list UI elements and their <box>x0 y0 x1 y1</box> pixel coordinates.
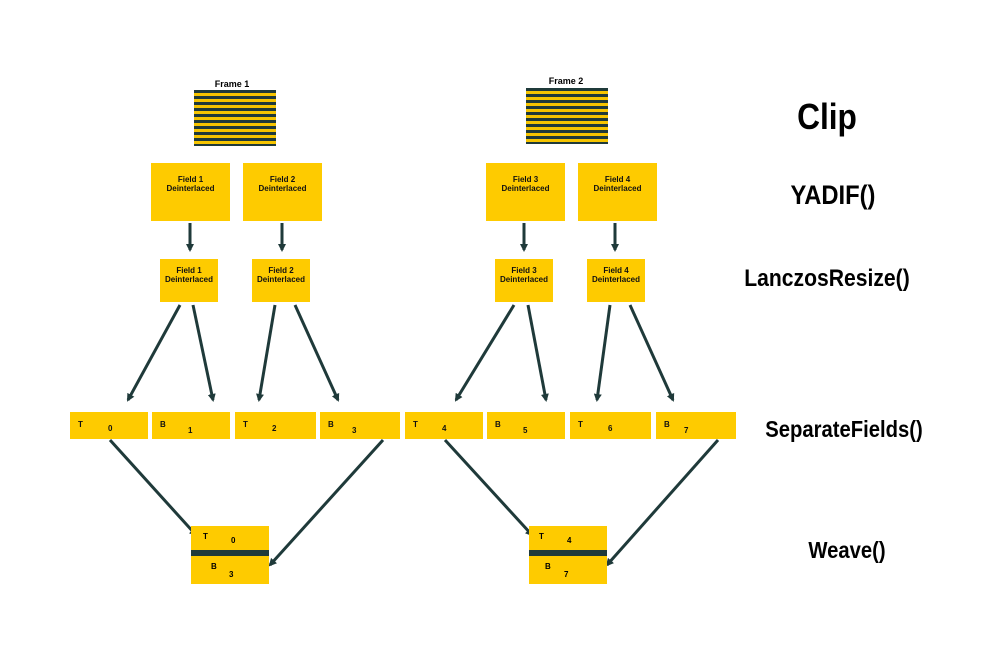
arrow-resize1-b1 <box>191 304 216 402</box>
yadif-field-2-sub: Deinterlaced <box>258 184 307 193</box>
arrow-t0-weave1 <box>108 438 198 537</box>
resize-field-2-box: Field 2 Deinterlaced <box>252 259 310 302</box>
op-separate-label: SeparateFields() <box>765 416 923 442</box>
weave-frame-1-bottom-parity: B <box>211 562 217 571</box>
separated-field-2-parity: T <box>243 420 248 429</box>
separated-field-4: T 4 <box>405 412 483 439</box>
separated-field-6-index: 6 <box>608 424 613 433</box>
resize-field-1-label: Field 1 <box>176 266 202 275</box>
resize-field-1-box: Field 1 Deinterlaced <box>160 259 218 302</box>
separated-field-0: T 0 <box>70 412 148 439</box>
separated-field-3: B 3 <box>320 412 400 439</box>
resize-field-2-label: Field 2 <box>268 266 294 275</box>
resize-field-2-sub: Deinterlaced <box>256 275 306 284</box>
arrow-resize1-t0 <box>126 304 182 402</box>
frame-2-image <box>526 88 608 144</box>
separated-field-0-index: 0 <box>108 424 113 433</box>
separated-field-6: T 6 <box>570 412 651 439</box>
yadif-field-3-sub: Deinterlaced <box>501 184 550 193</box>
yadif-field-2-box: Field 2 Deinterlaced <box>243 163 322 221</box>
yadif-field-4-box: Field 4 Deinterlaced <box>578 163 657 221</box>
resize-field-3-box: Field 3 Deinterlaced <box>495 259 553 302</box>
yadif-field-1-box: Field 1 Deinterlaced <box>151 163 230 221</box>
separated-field-7-index: 7 <box>684 426 689 435</box>
resize-field-4-box: Field 4 Deinterlaced <box>587 259 645 302</box>
resize-field-4-sub: Deinterlaced <box>591 275 641 284</box>
separated-field-2: T 2 <box>235 412 316 439</box>
resize-field-1-sub: Deinterlaced <box>164 275 214 284</box>
resize-field-4-label: Field 4 <box>603 266 629 275</box>
separated-field-0-parity: T <box>78 420 83 429</box>
separated-field-3-parity: B <box>328 420 334 429</box>
resize-field-3-sub: Deinterlaced <box>499 275 549 284</box>
arrow-resize2-b3 <box>293 304 340 402</box>
separated-field-1-parity: B <box>160 420 166 429</box>
op-clip-label: Clip <box>797 96 857 137</box>
weave-frame-1-bottom-index: 3 <box>229 570 234 579</box>
yadif-field-1-label: Field 1 <box>177 175 204 184</box>
op-resize-label: LanczosResize() <box>744 265 910 292</box>
separated-field-4-index: 4 <box>442 424 447 433</box>
weave-frame-2-top-index: 4 <box>567 536 572 545</box>
weave-frame-1-top-index: 0 <box>231 536 236 545</box>
separated-field-7: B 7 <box>656 412 736 439</box>
arrow-resize3-t4 <box>454 304 516 402</box>
separated-field-5-index: 5 <box>523 426 528 435</box>
yadif-field-3-label: Field 3 <box>512 175 539 184</box>
arrow-resize4-b7 <box>628 304 675 402</box>
frame-2-title: Frame 2 <box>548 76 584 86</box>
yadif-field-4-label: Field 4 <box>604 175 631 184</box>
separated-field-2-index: 2 <box>272 424 277 433</box>
separated-field-5: B 5 <box>487 412 565 439</box>
arrow-resize3-b5 <box>526 304 549 402</box>
arrow-b3-weave1 <box>268 438 385 567</box>
weave-frame-2-divider <box>529 550 607 556</box>
separated-field-6-parity: T <box>578 420 583 429</box>
weave-frame-2-bottom-parity: B <box>545 562 551 571</box>
op-yadif-label: YADIF() <box>790 180 876 210</box>
separated-field-1: B 1 <box>152 412 230 439</box>
arrow-b7-weave2 <box>605 439 720 567</box>
yadif-field-3-box: Field 3 Deinterlaced <box>486 163 565 221</box>
yadif-field-4-sub: Deinterlaced <box>593 184 642 193</box>
weave-frame-1: T 0 B 3 <box>191 526 269 584</box>
arrow-group <box>108 223 720 567</box>
weave-frame-2-bottom-index: 7 <box>564 570 569 579</box>
resize-field-3-label: Field 3 <box>511 266 537 275</box>
arrow-resize4-t6 <box>593 304 612 402</box>
yadif-field-2-label: Field 2 <box>269 175 296 184</box>
arrow-resize2-t2 <box>256 304 277 402</box>
yadif-field-1-sub: Deinterlaced <box>166 184 215 193</box>
weave-frame-2-top-parity: T <box>539 532 544 541</box>
separated-field-4-parity: T <box>413 420 418 429</box>
separated-field-3-index: 3 <box>352 426 357 435</box>
weave-frame-1-top-parity: T <box>203 532 208 541</box>
frame-1-image <box>194 90 276 146</box>
weave-frame-2: T 4 B 7 <box>529 526 607 584</box>
weave-frame-1-divider <box>191 550 269 556</box>
separated-field-7-parity: B <box>664 420 670 429</box>
arrow-t4-weave2 <box>443 438 534 537</box>
separated-field-5-parity: B <box>495 420 501 429</box>
frame-1-title: Frame 1 <box>214 79 250 89</box>
separated-field-1-index: 1 <box>188 426 193 435</box>
op-weave-label: Weave() <box>808 537 886 563</box>
